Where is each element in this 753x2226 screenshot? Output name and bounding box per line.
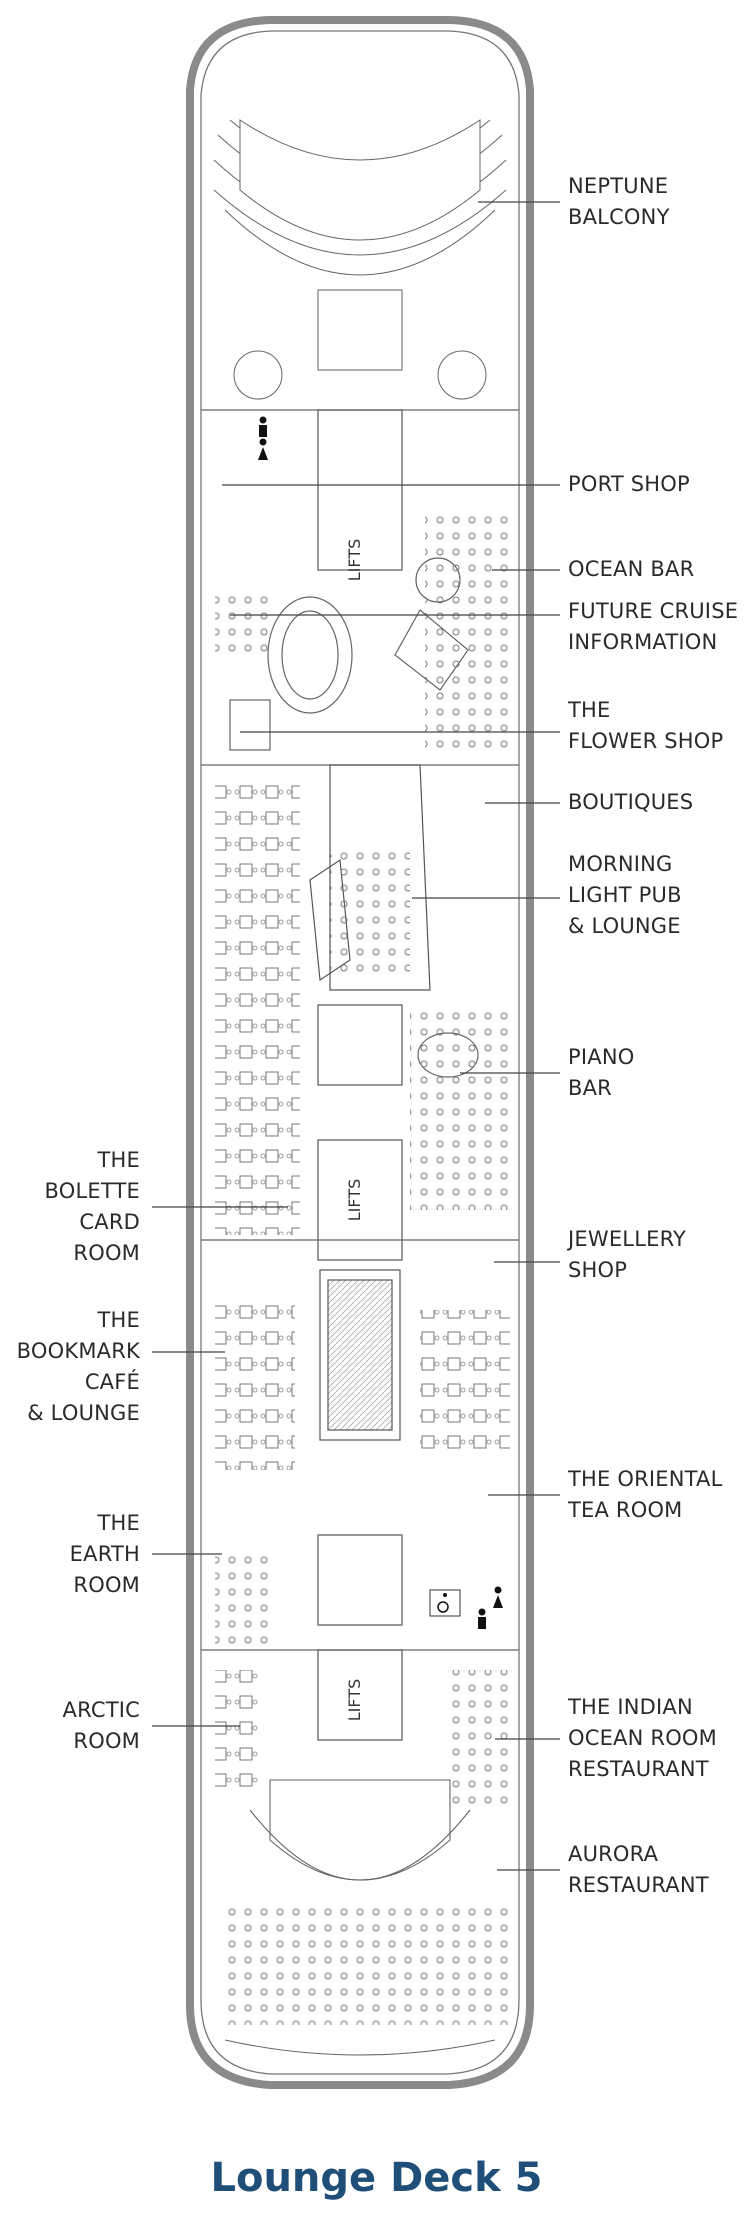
aurora-restaurant-plan xyxy=(220,1779,510,2056)
label-the-indian-ocean-room: THE INDIAN OCEAN ROOM RESTAURANT xyxy=(568,1692,717,1785)
label-future-cruise-information: FUTURE CRUISE INFORMATION xyxy=(568,596,738,658)
label-the-flower-shop: THE FLOWER SHOP xyxy=(568,695,723,757)
restroom-female-icon xyxy=(493,1586,503,1608)
lifts-label: LIFTS xyxy=(345,1679,364,1721)
label-line: TEA ROOM xyxy=(568,1498,683,1522)
label-line: & LOUNGE xyxy=(568,914,681,938)
label-morning-light-pub: MORNING LIGHT PUB & LOUNGE xyxy=(568,849,682,942)
label-line: PORT SHOP xyxy=(568,472,690,496)
label-line: BALCONY xyxy=(568,205,670,229)
label-jewellery-shop: JEWELLERY SHOP xyxy=(568,1224,686,1286)
label-line: FUTURE CRUISE xyxy=(568,599,739,623)
label-line: ROOM xyxy=(73,1573,140,1597)
label-line: FLOWER SHOP xyxy=(568,729,724,753)
label-line: THE INDIAN xyxy=(568,1695,693,1719)
label-line: AURORA xyxy=(568,1842,659,1866)
label-the-earth-room: THE EARTH ROOM xyxy=(70,1508,140,1601)
label-line: NEPTUNE xyxy=(568,174,669,198)
label-line: BAR xyxy=(568,1076,612,1100)
label-line: BOOKMARK xyxy=(16,1339,140,1363)
label-line: OCEAN BAR xyxy=(568,557,695,581)
label-boutiques: BOUTIQUES xyxy=(568,787,693,818)
restroom-female-icon xyxy=(258,438,268,460)
label-line: & LOUNGE xyxy=(27,1401,140,1425)
label-line: RESTAURANT xyxy=(568,1873,709,1897)
label-line: ROOM xyxy=(73,1729,140,1753)
label-line: SHOP xyxy=(568,1258,628,1282)
label-line: OCEAN ROOM xyxy=(568,1726,717,1750)
label-line: RESTAURANT xyxy=(568,1757,709,1781)
label-the-bookmark-cafe: THE BOOKMARK CAFÉ & LOUNGE xyxy=(17,1305,140,1429)
lifts-label: LIFTS xyxy=(345,1179,364,1221)
label-line: EARTH xyxy=(69,1542,140,1566)
label-line: MORNING xyxy=(568,852,673,876)
label-ocean-bar: OCEAN BAR xyxy=(568,554,694,585)
label-line: THE ORIENTAL xyxy=(568,1467,723,1491)
label-line: CARD xyxy=(79,1210,140,1234)
label-line: THE xyxy=(97,1308,140,1332)
label-neptune-balcony: NEPTUNE BALCONY xyxy=(568,171,670,233)
label-aurora-restaurant: AURORA RESTAURANT xyxy=(568,1839,709,1901)
label-line: CAFÉ xyxy=(84,1370,140,1394)
leader-lines xyxy=(152,201,560,1871)
label-line: THE xyxy=(568,698,611,722)
label-line: LIGHT PUB xyxy=(568,883,682,907)
label-line: BOLETTE xyxy=(44,1179,140,1203)
label-the-bolette-card-room: THE BOLETTE CARD ROOM xyxy=(45,1145,141,1269)
wheelchair-icon xyxy=(429,1589,461,1617)
label-line: THE xyxy=(97,1511,140,1535)
restroom-male-icon xyxy=(259,416,267,437)
lifts-label: LIFTS xyxy=(345,539,364,581)
label-piano-bar: PIANO BAR xyxy=(568,1042,634,1104)
hull-outline xyxy=(186,16,534,2089)
lift-blocks xyxy=(317,409,403,1741)
seating-areas xyxy=(215,510,510,1810)
label-line: INFORMATION xyxy=(568,630,718,654)
lifts-labels: LIFTS LIFTS LIFTS xyxy=(345,539,364,1721)
label-port-shop: PORT SHOP xyxy=(568,469,690,500)
label-the-oriental-tea-room: THE ORIENTAL TEA ROOM xyxy=(568,1464,723,1526)
label-line: ROOM xyxy=(73,1241,140,1265)
restroom-male-icon xyxy=(478,1608,486,1629)
deck-title: Lounge Deck 5 xyxy=(210,2155,543,2201)
label-line: BOUTIQUES xyxy=(568,790,694,814)
theatre-balcony xyxy=(213,119,507,400)
label-line: THE xyxy=(97,1148,140,1172)
label-line: PIANO xyxy=(568,1045,635,1069)
label-line: ARCTIC xyxy=(62,1698,140,1722)
label-arctic-room: ARCTIC ROOM xyxy=(63,1695,140,1757)
label-line: JEWELLERY xyxy=(568,1227,687,1251)
